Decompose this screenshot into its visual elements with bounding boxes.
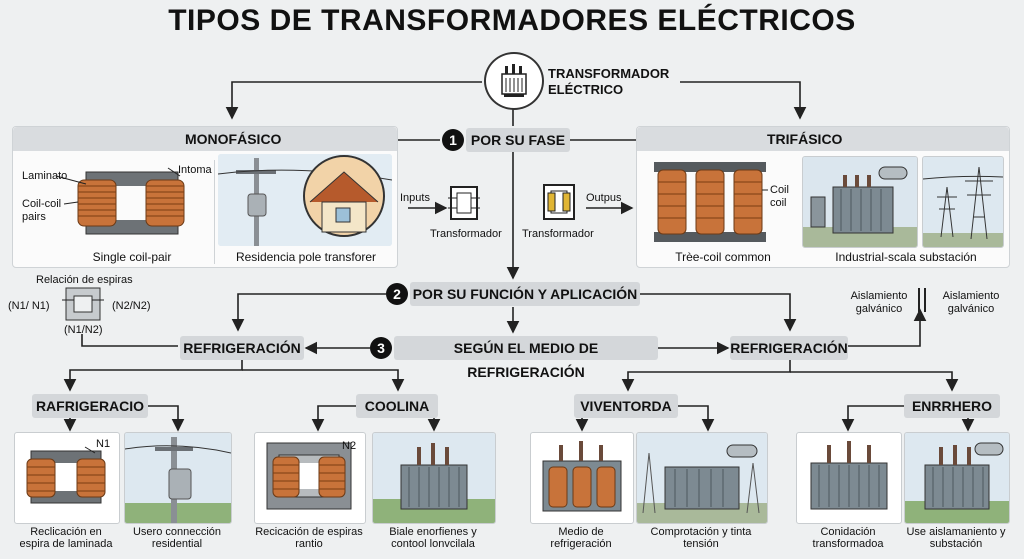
root-label-line2: ELÉCTRICO: [548, 82, 624, 97]
label-coil-pairs: Coil-coil pairs: [22, 198, 62, 223]
page-title: TIPOS DE TRANSFORMADORES ELÉCTRICOS: [168, 4, 856, 37]
group-3-caption-2: Comprotación y tinta tensión: [650, 526, 752, 550]
monofasico-header: [13, 127, 397, 151]
transformer-root-icon: [484, 52, 544, 110]
group-1-title: RAFRIGERACIO: [32, 394, 148, 418]
section-3-label: SEGÚN EL MEDIO DE REFRIGERACIÓN: [394, 336, 658, 380]
section-3-number: 3: [370, 337, 392, 359]
caption-residence-pole: Residencia pole transforer: [235, 250, 377, 264]
small-coil-transformer-icon: [540, 182, 578, 222]
caption-three-coil: Trèe-coil common: [675, 250, 771, 264]
group-3-cooling-medium-image: [530, 432, 634, 524]
section-2-number: 2: [386, 283, 408, 305]
group-1-caption-1: Reclicación en espira de laminada: [19, 526, 113, 550]
label-outpus: Outpus: [586, 192, 622, 204]
caption-industrial-substation: Industrial-scala substación: [835, 250, 977, 264]
group-4-title: ENRRHERO: [904, 394, 1000, 418]
group-1-laminated-core-image: [14, 432, 120, 524]
galvanic-isolation-icon: [912, 286, 932, 314]
group-2-oil-transformer-image: [372, 432, 496, 524]
monofasico-title: MONOFÁSICO: [185, 131, 282, 147]
refrigeracion-right: REFRIGERACIÓN: [730, 336, 848, 360]
ratio-n1: (N1/ N1): [8, 300, 50, 312]
group-2-spiral-core-image: [254, 432, 366, 524]
label-coil: Coil coil: [770, 184, 789, 209]
group-4-substation-image: [904, 432, 1010, 524]
section-2-label: POR SU FUNCIÓN Y APLICACIÓN: [410, 282, 640, 306]
ratio-n2: (N2/N2): [112, 300, 151, 312]
aislamiento-left: Aislamiento galvánico: [850, 290, 908, 315]
group-3-caption-1: Medio de refrigeración: [550, 526, 612, 550]
panel-divider: [214, 160, 215, 264]
aislamiento-right: Aislamiento galvánico: [942, 290, 1000, 315]
label-inputs: Inputs: [400, 192, 430, 204]
section-1-label: POR SU FASE: [466, 128, 570, 152]
refrigeracion-left: REFRIGERACIÓN: [180, 336, 304, 360]
label-transformador-left: Transformador: [430, 228, 502, 240]
group-1-label-n1: N1: [96, 438, 111, 450]
caption-single-coil: Single coil-pair: [92, 250, 172, 264]
group-1-pole-image: [124, 432, 232, 524]
ratio-title: Relación de espiras: [36, 274, 133, 286]
single-coil-image: [16, 154, 212, 264]
three-coil-image: [646, 156, 796, 250]
label-laminato: Laminato: [22, 170, 68, 182]
residence-pole-image: [218, 154, 392, 246]
group-3-high-voltage-image: [636, 432, 768, 524]
group-4-transformer-image: [796, 432, 902, 524]
trifasico-header: [637, 127, 1009, 151]
section-1-number: 1: [442, 129, 464, 151]
ratio-transformer-icon: [62, 286, 104, 322]
group-2-caption-2: Biale enorfienes y contool lonvcilala: [389, 526, 477, 550]
group-4-caption-1: Conidación transformadoa: [812, 526, 884, 550]
power-tower-image: [922, 156, 1004, 248]
root-label: TRANSFORMADOR ELÉCTRICO: [548, 66, 669, 98]
small-transformer-icon: [448, 184, 480, 222]
group-2-label-n2: N2: [342, 440, 357, 452]
label-transformador-right: Transformador: [522, 228, 594, 240]
group-4-caption-2: Use aislamaniento y substación: [906, 526, 1006, 550]
group-3-title: VIVENTORDA: [574, 394, 678, 418]
ratio-n12: (N1/N2): [64, 324, 103, 336]
industrial-substation-image: [802, 156, 918, 248]
trifasico-title: TRIFÁSICO: [767, 131, 843, 147]
label-intoma: Intoma: [178, 164, 212, 176]
group-2-title: COOLINA: [356, 394, 438, 418]
group-2-caption-1: Recicación de espiras rantio: [255, 526, 363, 550]
root-label-line1: TRANSFORMADOR: [548, 66, 670, 81]
group-1-caption-2: Usero connección residential: [132, 526, 222, 550]
